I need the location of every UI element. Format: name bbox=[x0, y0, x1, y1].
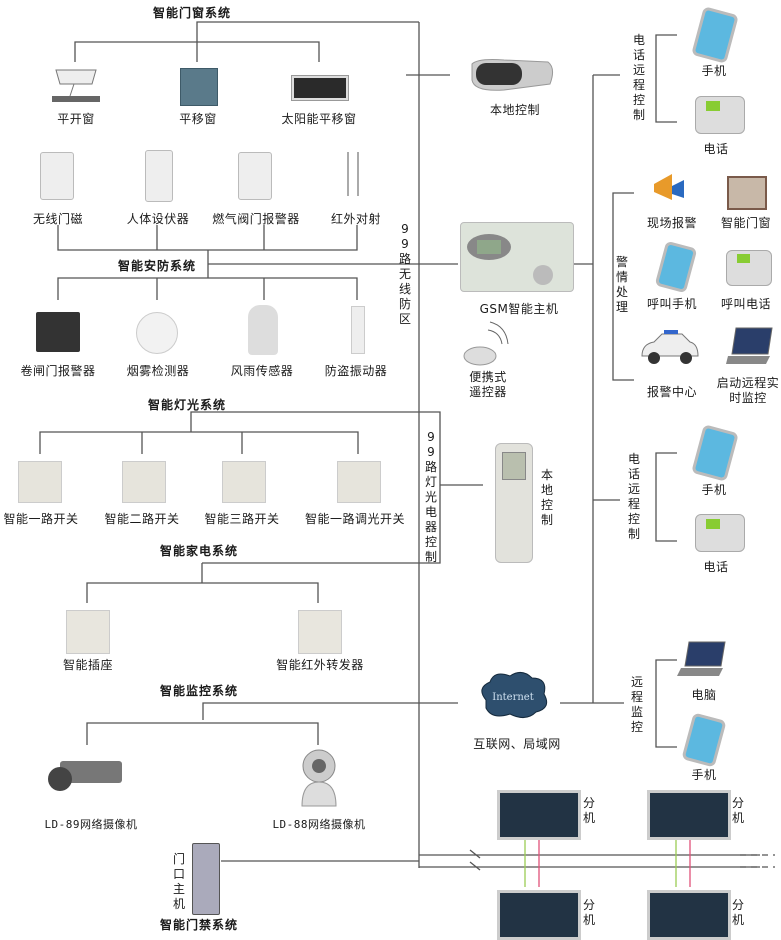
laptop-icon bbox=[677, 640, 727, 680]
appliance-item: 智能插座 bbox=[62, 658, 113, 672]
lighting-item: 智能一路调光开关 bbox=[304, 512, 405, 526]
internet-cloud-icon: Internet bbox=[476, 670, 550, 720]
police-car-icon bbox=[638, 330, 700, 366]
smart-window-icon bbox=[727, 176, 767, 210]
wireless-zone-label: 99路无线防区 bbox=[398, 222, 411, 326]
laptop-icon bbox=[726, 326, 774, 368]
alarm-item: 报警中心 bbox=[646, 385, 697, 399]
security-item: 卷闸门报警器 bbox=[20, 364, 96, 378]
alarm-item: 呼叫电话 bbox=[720, 297, 771, 311]
indoor-monitor-icon bbox=[497, 790, 581, 840]
lighting-control-label: 99路灯光电器控制 bbox=[424, 430, 437, 564]
gsm-host-icon bbox=[460, 222, 574, 292]
smart-socket-icon bbox=[66, 610, 110, 654]
two-gang-switch-icon bbox=[122, 461, 166, 503]
local-control-label: 本地控制 bbox=[489, 103, 540, 117]
door-window-title: 智能门窗系统 bbox=[153, 6, 232, 20]
infrared-beam-icon bbox=[346, 150, 360, 198]
shutter-alarm-icon bbox=[36, 312, 80, 352]
right-device-label: 手机 bbox=[701, 64, 727, 78]
extension-label: 分机 bbox=[582, 898, 595, 927]
telephone-icon bbox=[695, 96, 745, 134]
motion-detector-icon bbox=[145, 150, 173, 202]
keypad-remote-icon bbox=[464, 58, 556, 92]
internet-badge: Internet bbox=[492, 692, 533, 703]
security-item: 人体设伏器 bbox=[126, 212, 190, 226]
solar-window-icon bbox=[292, 76, 348, 100]
ir-transmitter-icon bbox=[298, 610, 342, 654]
dimmer-switch-icon bbox=[337, 461, 381, 503]
lighting-item: 智能三路开关 bbox=[204, 512, 280, 526]
wind-rain-sensor-icon bbox=[248, 305, 278, 355]
lighting-item: 智能一路开关 bbox=[3, 512, 79, 526]
right-device-label: 手机 bbox=[701, 483, 727, 497]
door-station-icon bbox=[192, 843, 220, 915]
smoke-detector-icon bbox=[136, 312, 178, 354]
security-item: 烟雾检测器 bbox=[126, 364, 190, 378]
phone-remote-label: 电话远程控制 bbox=[627, 452, 640, 541]
local-control-mid-label: 本地控制 bbox=[540, 468, 553, 527]
right-device-label: 电话 bbox=[703, 560, 729, 574]
remote-monitor-label: 远程监控 bbox=[630, 675, 643, 734]
camera-item: LD-89网络摄像机 bbox=[44, 818, 138, 831]
handheld-controller-icon bbox=[495, 443, 533, 563]
right-device-label: 电话 bbox=[703, 142, 729, 156]
door-window-item: 平开窗 bbox=[57, 112, 95, 126]
ptz-camera-icon bbox=[298, 748, 340, 808]
indoor-monitor-icon bbox=[497, 890, 581, 940]
telephone-icon bbox=[726, 250, 772, 286]
one-gang-switch-icon bbox=[18, 461, 62, 503]
vibration-detector-icon bbox=[351, 306, 365, 354]
security-item: 无线门磁 bbox=[32, 212, 83, 226]
security-item: 燃气阀门报警器 bbox=[212, 212, 300, 226]
right-device-label: 电脑 bbox=[691, 688, 717, 702]
portable-remote-label: 便携式遥控器 bbox=[469, 370, 507, 399]
extension-label: 分机 bbox=[582, 796, 595, 825]
gsm-host-label: GSM智能主机 bbox=[479, 302, 559, 316]
alarm-item: 呼叫手机 bbox=[646, 297, 697, 311]
extension-label: 分机 bbox=[731, 898, 744, 927]
indoor-monitor-icon bbox=[647, 890, 731, 940]
alarm-item: 启动远程实时监控 bbox=[716, 376, 780, 405]
extension-label: 分机 bbox=[731, 796, 744, 825]
appliance-title: 智能家电系统 bbox=[160, 544, 239, 558]
lighting-item: 智能二路开关 bbox=[104, 512, 180, 526]
door-window-item: 太阳能平移窗 bbox=[281, 112, 357, 126]
telephone-icon bbox=[695, 514, 745, 552]
indoor-monitor-icon bbox=[647, 790, 731, 840]
door-window-feed bbox=[196, 21, 419, 42]
appliance-item: 智能红外转发器 bbox=[276, 658, 364, 672]
gas-valve-alarm-icon bbox=[238, 152, 272, 200]
door-window-item: 平移窗 bbox=[179, 112, 217, 126]
bullet-camera-icon bbox=[46, 757, 124, 795]
alarm-item: 现场报警 bbox=[646, 216, 697, 230]
three-gang-switch-icon bbox=[222, 461, 266, 503]
access-title: 智能门禁系统 bbox=[160, 918, 239, 932]
security-item: 红外对射 bbox=[330, 212, 381, 226]
security-item: 防盗振动器 bbox=[324, 364, 388, 378]
security-title: 智能安防系统 bbox=[118, 259, 197, 273]
surveillance-title: 智能监控系统 bbox=[160, 684, 239, 698]
camera-item: LD-88网络摄像机 bbox=[272, 818, 366, 831]
alarm-handling-label: 警情处理 bbox=[615, 255, 628, 314]
alarm-item: 智能门窗 bbox=[720, 216, 771, 230]
door-unit-label: 门口主机 bbox=[172, 852, 185, 911]
internet-label: 互联网、局域网 bbox=[473, 737, 561, 751]
siren-icon bbox=[650, 170, 694, 206]
casement-window-icon bbox=[52, 68, 100, 104]
door-sensor-icon bbox=[40, 152, 74, 200]
portable-remote-icon bbox=[462, 318, 512, 368]
lighting-title: 智能灯光系统 bbox=[148, 398, 227, 412]
sliding-window-icon bbox=[180, 68, 218, 106]
security-item: 风雨传感器 bbox=[230, 364, 294, 378]
phone-remote-label: 电话远程控制 bbox=[632, 33, 645, 122]
right-device-label: 手机 bbox=[691, 768, 717, 782]
